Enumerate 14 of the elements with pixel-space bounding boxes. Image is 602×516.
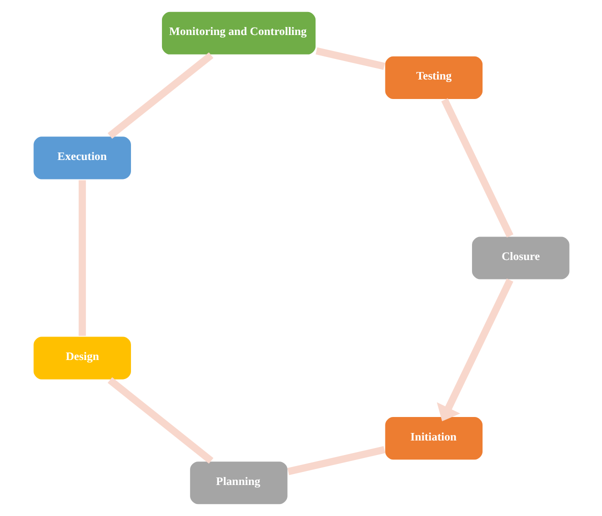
arrow <box>436 278 513 422</box>
connector <box>286 446 385 476</box>
connector <box>107 52 213 139</box>
node-box: Monitoring and Controlling <box>160 10 317 56</box>
node-box: Testing <box>383 54 484 100</box>
connector <box>78 180 86 336</box>
connector <box>107 377 213 464</box>
connector <box>315 47 385 70</box>
node-box: Execution <box>32 135 132 181</box>
node-box: Initiation <box>383 416 484 462</box>
node-box: Closure <box>470 235 570 281</box>
node-box: Planning <box>188 460 288 506</box>
connector <box>440 98 513 238</box>
node-box: Design <box>32 335 132 381</box>
